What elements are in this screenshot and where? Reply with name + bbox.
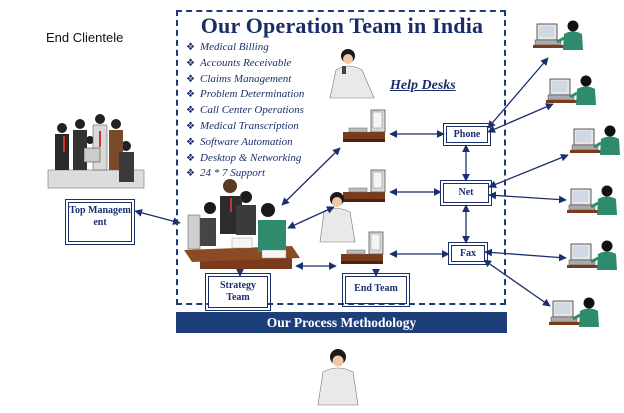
services-list: ❖Medical Billing ❖Accounts Receivable ❖C… [186,40,304,182]
service-item: ❖24 * 7 Support [186,166,304,182]
service-item: ❖Medical Transcription [186,119,304,135]
end-team-box: End Team [342,273,410,307]
help-desks-label: Help Desks [390,78,456,93]
telephone-operator-top-icon [329,49,375,99]
phone-client2-connector [487,103,554,133]
fax-client6-connector [483,259,551,307]
service-item: ❖Desktop & Networking [186,151,304,167]
service-item: ❖Accounts Receivable [186,56,304,72]
customer-workstation-5-icon [565,239,619,272]
service-item: ❖Medical Billing [186,40,304,56]
customer-workstation-6-icon [547,296,601,329]
diamond-bullet-icon: ❖ [186,120,195,132]
diamond-bullet-icon: ❖ [186,89,195,101]
service-item: ❖Call Center Operations [186,103,304,119]
customer-workstation-1-icon [531,19,585,52]
telephone-operator-bottom-icon [317,349,359,406]
end-clientele-label: End Clientele [46,30,124,45]
fax-client5-connector [484,248,567,262]
net-client3-connector [488,154,569,188]
diamond-bullet-icon: ❖ [186,136,195,148]
fax-channel-box: Fax [448,242,488,265]
end-clientele-group-icon [47,114,145,189]
strategy-helpdesk-top-connector [281,147,341,206]
diamond-bullet-icon: ❖ [186,152,195,164]
strategy-helpdesk-middle-connector [287,206,335,229]
top-mgmt-strategy-connector [134,209,181,225]
operation-team-title: Our Operation Team in India [200,13,484,38]
diamond-bullet-icon: ❖ [186,105,195,117]
service-item: ❖Claims Management [186,72,304,88]
operation-team-frame [176,10,506,305]
process-methodology-bar: Our Process Methodology [176,312,507,333]
diamond-bullet-icon: ❖ [186,57,195,69]
service-item: ❖Software Automation [186,135,304,151]
phone-channel-box: Phone [443,123,491,146]
diamond-bullet-icon: ❖ [186,42,195,53]
customer-workstation-3-icon [568,124,622,157]
diamond-bullet-icon: ❖ [186,73,195,85]
customer-workstation-2-icon [544,74,598,107]
strategy-team-box: Strategy Team [205,273,271,311]
net-client4-connector [488,191,567,204]
meeting-group-icon [184,179,300,269]
top-management-box: Top Managem ent [65,199,135,245]
customer-workstation-4-icon [565,184,619,217]
net-channel-box: Net [440,180,492,206]
diamond-bullet-icon: ❖ [186,168,195,180]
service-item: ❖Problem Determination [186,87,304,103]
